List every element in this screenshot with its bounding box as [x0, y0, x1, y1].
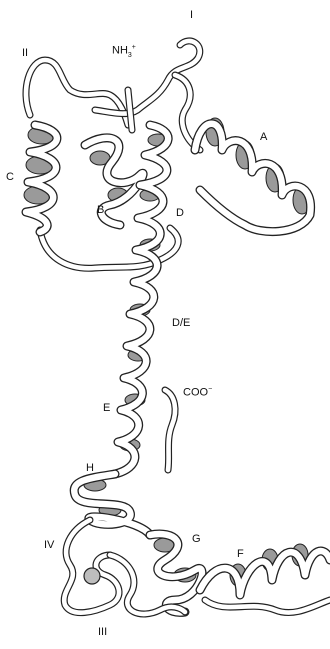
n-terminus-label: NH3+: [112, 44, 136, 59]
helix-f: [200, 544, 330, 613]
helix-de-label: D/E: [172, 318, 190, 329]
helix-g: [150, 534, 202, 612]
helix-g-label: G: [192, 534, 201, 545]
helix-a: [195, 118, 311, 232]
c-terminal-segment: [165, 390, 175, 470]
site-iii-label: III: [98, 627, 107, 638]
c-terminus-label: COO−: [183, 386, 212, 399]
calcium-ion-icon: [84, 568, 100, 584]
helix-f-label: F: [237, 549, 244, 560]
helix-h-label: H: [86, 463, 94, 474]
helix-b: [85, 138, 143, 225]
site-iv-label: IV: [44, 540, 54, 551]
helix-c-label: C: [6, 172, 14, 183]
helix-a-label: A: [260, 132, 267, 143]
helix-e-label: E: [103, 403, 110, 414]
site-i-label: I: [190, 10, 193, 21]
helix-b-label: B: [97, 205, 104, 216]
helix-c: [24, 125, 57, 232]
helix-d-label: D: [176, 208, 184, 219]
site-ii-label: II: [22, 48, 28, 59]
